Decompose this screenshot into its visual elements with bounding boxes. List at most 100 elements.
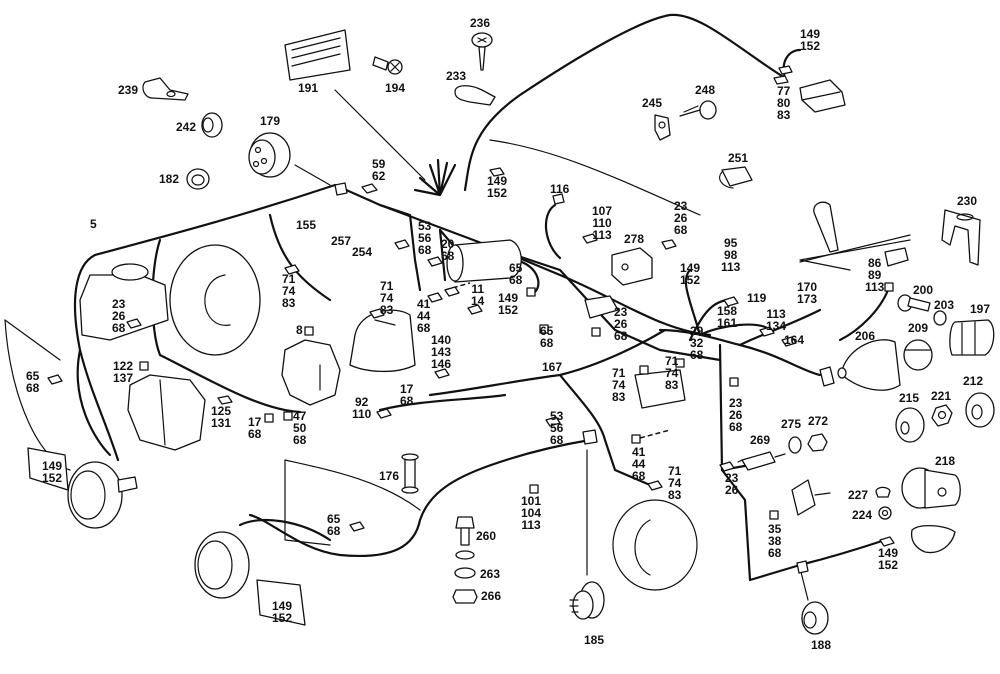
callout-5: 5 [90,217,97,231]
plug-icon [444,286,460,297]
fender-lower [284,459,421,546]
leader-191 [334,89,426,181]
callout-179: 179 [260,114,281,128]
clip-239-icon [142,77,189,101]
plug-icon [394,239,410,250]
callout-71-74-83-b: 71 74 83 [380,279,394,317]
relay-278-icon [611,247,653,286]
grommet-242-icon [201,112,223,138]
callout-149-152-e: 149 152 [272,599,293,625]
callout-215: 215 [899,391,920,405]
callout-176: 176 [379,469,400,483]
connector-plugs [47,65,895,574]
lamp-housing-218-icon [901,467,961,509]
callout-35-38-68: 35 38 68 [768,522,782,560]
plug-icon [283,411,293,421]
plug-icon [884,282,894,292]
callout-236: 236 [470,16,491,30]
plug-icon [729,377,739,387]
plug-icon [467,304,483,315]
harness-gear-branch [838,288,890,342]
callout-233: 233 [446,69,467,83]
callout-41-44-68-b: 41 44 68 [632,445,646,483]
plug-icon [529,484,539,494]
harness-horn-left [76,348,112,457]
callout-119: 119 [747,291,767,305]
parts [27,29,995,635]
harness-192 [603,438,652,487]
grommet-188-icon [801,601,829,635]
plug-icon [334,182,348,196]
callout-248: 248 [695,83,716,97]
harness-center-cross [378,203,422,292]
boot-206-icon [837,339,901,391]
connector-185-icon [569,581,605,620]
callout-203: 203 [934,298,955,312]
callout-209: 209 [908,321,929,335]
callout-77-80-83: 77 80 83 [777,84,791,122]
callout-224: 224 [852,508,873,522]
harness-lower-left [238,393,507,542]
ring-203-icon [933,310,947,326]
callout-122-137: 122 137 [113,359,134,385]
callout-149-152-b: 149 152 [680,261,701,287]
callout-278: 278 [624,232,645,246]
socket-197-icon [949,319,995,356]
dashed-link-41 [639,429,671,439]
plug-icon [769,510,779,520]
callout-113-134: 113 134 [766,307,787,333]
switch-77-icon [799,79,846,113]
plug-icon [304,326,314,336]
callout-65-68-b: 65 68 [540,324,554,350]
bracket-230-icon [941,209,981,266]
callout-29-32-68: 29 32 68 [690,324,704,362]
callout-194: 194 [385,81,406,95]
callout-71-74-83-e: 71 74 83 [668,464,682,502]
bulb-227-icon [875,486,891,498]
harness-branch-116 [544,203,562,260]
plug-icon [264,413,274,423]
callout-206: 206 [855,329,876,343]
harness-right-branches [684,268,822,347]
harness-upper-arc [463,13,787,192]
plug-icon [773,75,789,85]
callout-65-68-d: 65 68 [327,512,341,538]
callout-20-68: 20 68 [441,237,455,263]
callout-23-26-68-a: 23 26 68 [674,199,688,237]
callout-212: 212 [963,374,984,388]
callout-158-161: 158 161 [717,304,738,330]
leader-179 [294,164,331,186]
callout-155: 155 [296,218,317,232]
horn-left-icon [67,461,138,529]
screw-248-icon [679,100,717,120]
callout-200: 200 [913,283,934,297]
nut-221-icon [931,404,953,427]
plug-icon [376,408,392,419]
reservoir-icon [79,263,169,341]
callout-71-74-83-c: 71 74 83 [612,366,626,404]
plug-icon [526,287,536,297]
terminal-block-191-icon [284,29,351,81]
callout-65-68-c: 65 68 [26,369,40,395]
callout-23-26-68-d: 23 26 68 [729,396,743,434]
callout-254: 254 [352,245,373,259]
callout-71-74-83-d: 71 74 83 [665,354,679,392]
plug-icon [778,65,793,75]
plug-icon [647,480,663,491]
callout-257: 257 [331,234,352,248]
callout-197: 197 [970,302,991,316]
fender-left [4,319,71,471]
nut-272-icon [807,433,828,452]
callout-149-152-c: 149 152 [498,291,519,317]
fog-lamp-lower-icon [194,531,250,599]
callout-17-68-b: 17 68 [248,415,262,441]
callout-170-173: 170 173 [797,280,818,306]
plug-icon [781,336,797,347]
harness-right-vertical [718,343,887,582]
callout-23-26-68-b: 23 26 68 [614,305,628,343]
gear-selector-lever-icon [799,201,911,263]
plug-icon [545,416,561,427]
distributor-cap-icon [349,309,416,373]
callout-53-56-68-a: 53 56 68 [418,219,432,257]
firewall-right [799,239,911,271]
